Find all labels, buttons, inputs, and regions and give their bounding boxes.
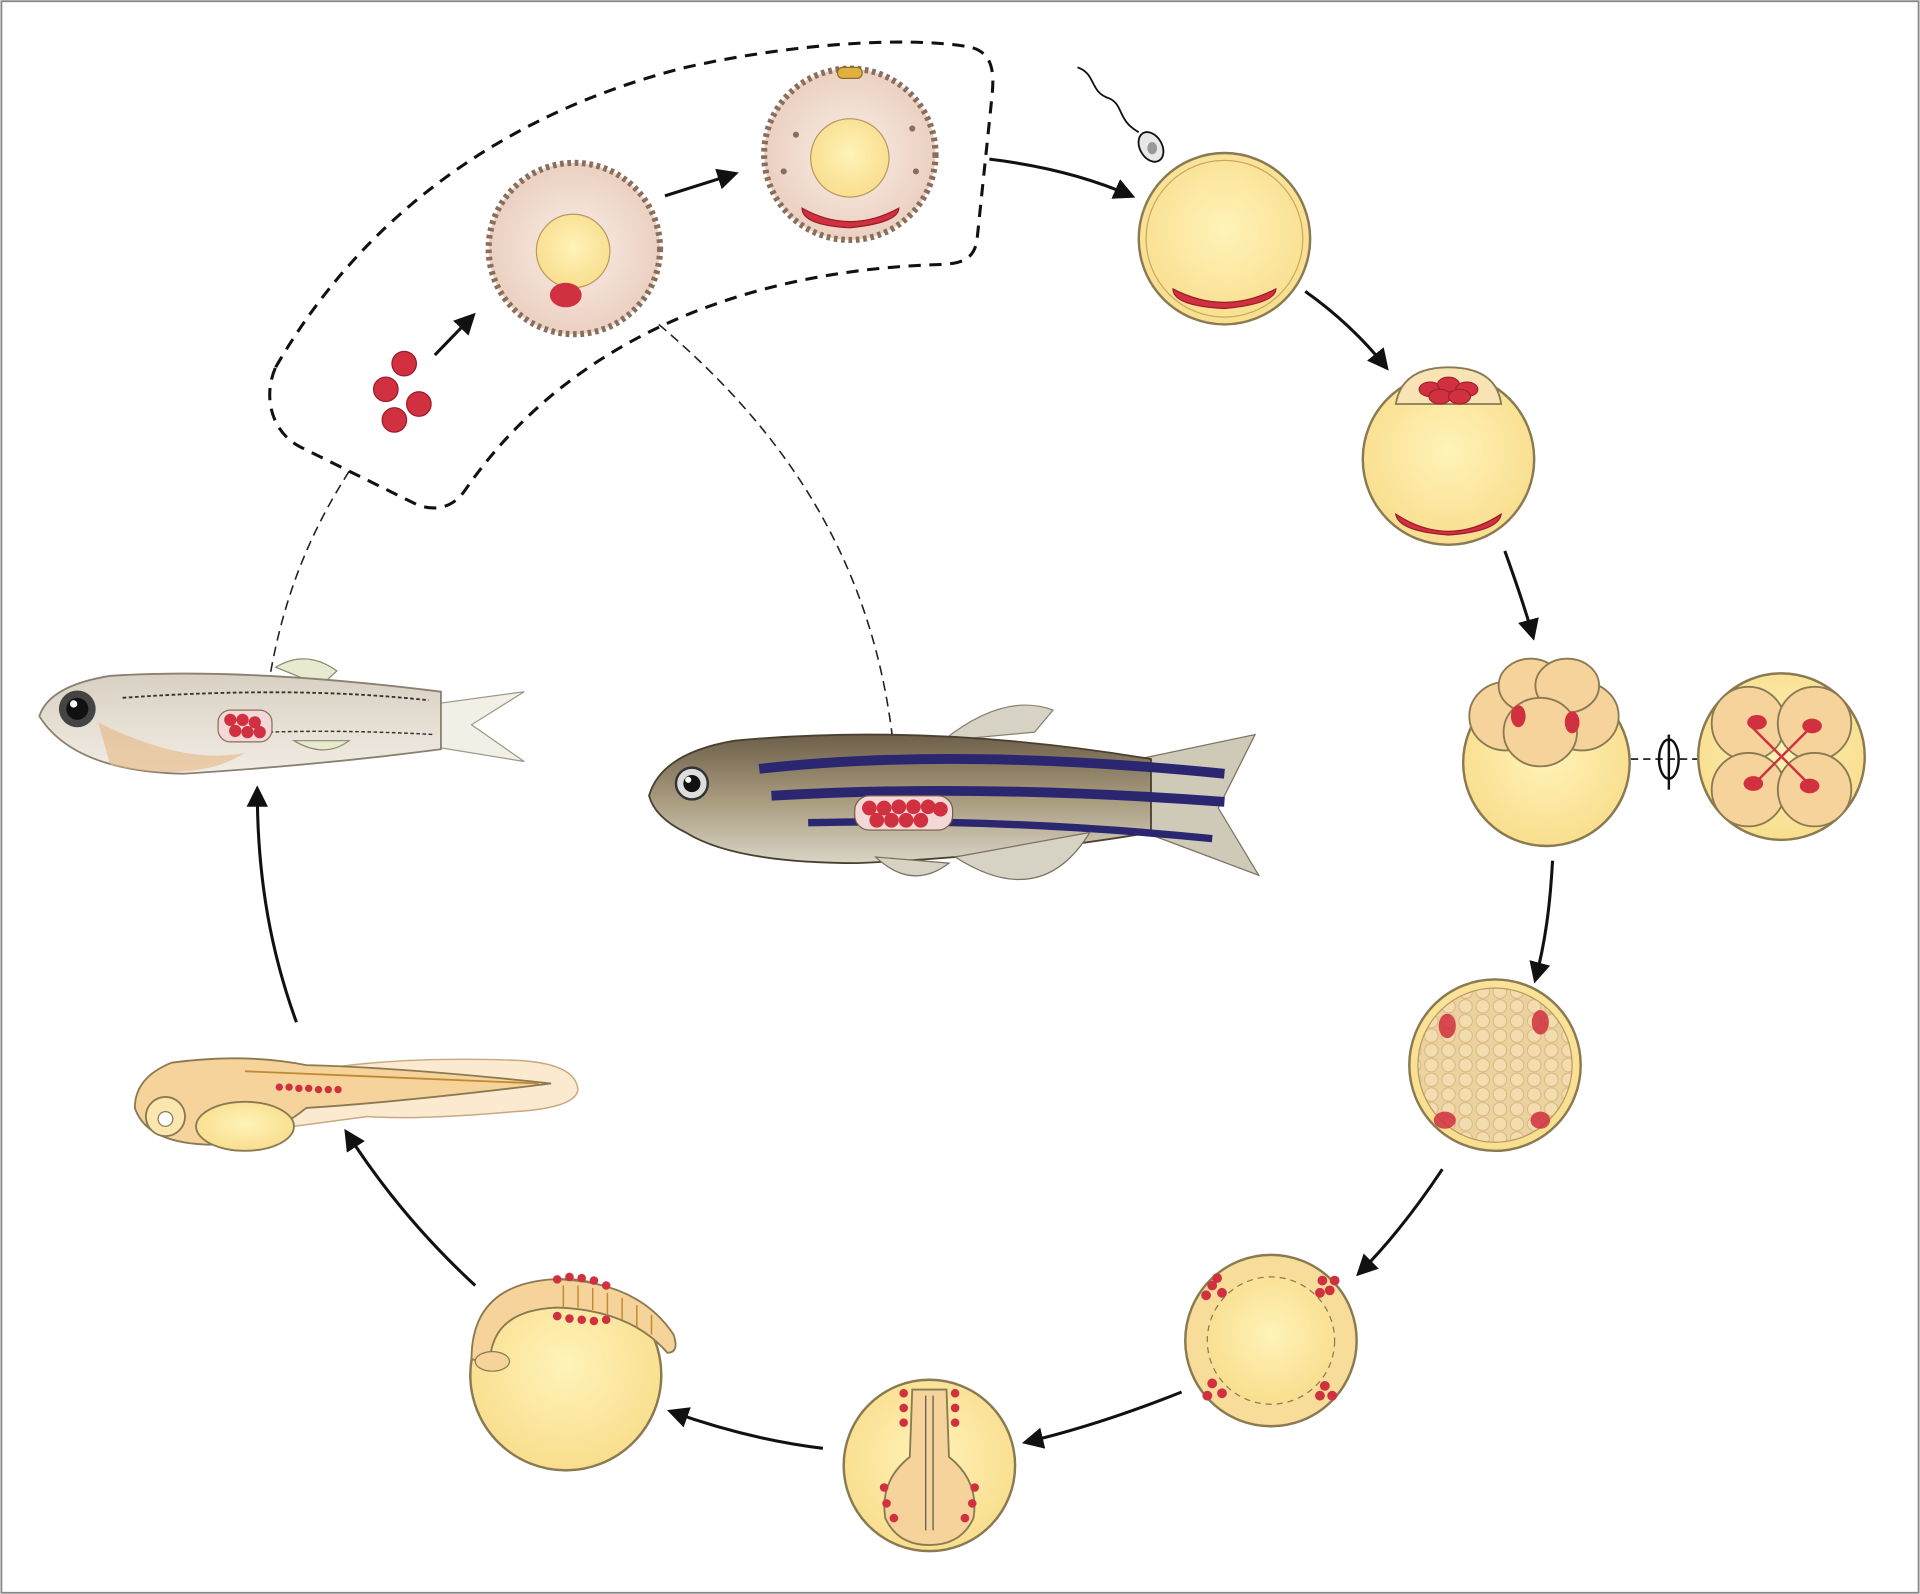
arrow-icon (344, 1128, 477, 1287)
primordial-germ-cells (372, 350, 432, 433)
rotation-icon (1630, 734, 1715, 790)
larva (133, 1057, 579, 1152)
gonad-inset-outline (268, 40, 995, 510)
four-cell-stage-top (1697, 672, 1866, 842)
one-cell-stage (1361, 366, 1536, 547)
arrow-icon (1356, 1168, 1444, 1277)
segmentation-stage (842, 1378, 1017, 1553)
blastula-stage (1408, 978, 1582, 1153)
arrow-icon (664, 168, 739, 198)
gastrula-stage (1184, 1253, 1358, 1428)
pharyngula-embryo (469, 1272, 677, 1472)
fertilized-egg (1137, 151, 1312, 326)
adult-fish (648, 704, 1261, 881)
sperm-icon (1077, 66, 1165, 163)
arrow-icon (1503, 550, 1539, 641)
mature-oocyte (761, 65, 939, 244)
early-oocyte (485, 159, 664, 338)
juvenile-fish (38, 658, 525, 775)
arrows (246, 157, 1555, 1450)
arrow-icon (1021, 1390, 1183, 1449)
arrow-icon (667, 1407, 824, 1450)
arrow-icon (1529, 860, 1555, 984)
four-cell-stage-side (1461, 657, 1631, 848)
arrow-icon (1304, 290, 1389, 371)
arrow-icon (433, 312, 476, 357)
arrow-icon (246, 785, 298, 1023)
arrow-icon (989, 157, 1136, 199)
